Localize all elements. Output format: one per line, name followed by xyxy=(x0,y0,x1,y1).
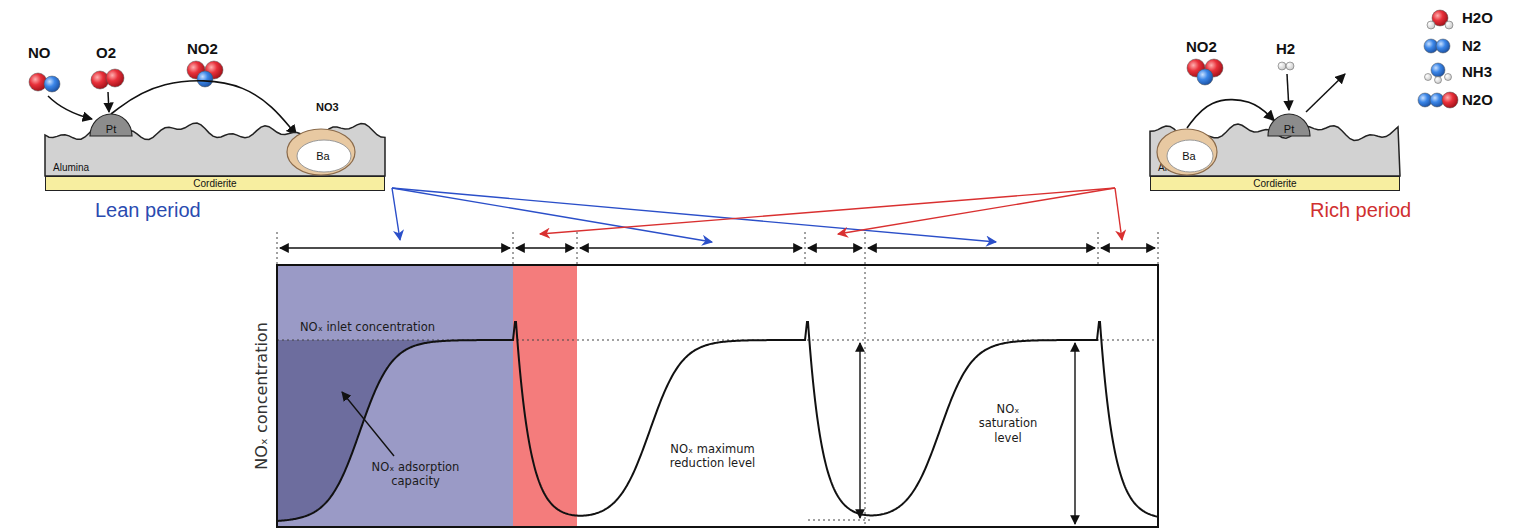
molecule-label: NO2 xyxy=(187,40,218,57)
layer-label: Alumina xyxy=(53,163,89,173)
chart-annotation: NOₓ saturation level xyxy=(966,402,1050,445)
molecule-label: H2 xyxy=(1276,40,1295,57)
molecule-label: H2O xyxy=(1462,9,1493,26)
chart-frame xyxy=(277,265,1158,527)
period-title: Lean period xyxy=(95,199,201,222)
molecules xyxy=(29,10,1458,108)
particle-label: Pt xyxy=(1284,124,1294,135)
flow-arrows xyxy=(48,74,1345,119)
leader-line xyxy=(342,392,394,456)
chart-annotation: NOₓ inlet concentration xyxy=(300,320,435,334)
rich-pointers xyxy=(540,188,1122,240)
barium-particle: Ba xyxy=(286,128,356,176)
nox-curve xyxy=(277,322,1158,521)
cordierite-substrate: Cordierite xyxy=(45,176,385,191)
level-arrows xyxy=(860,343,1075,524)
period-title: Rich period xyxy=(1310,199,1411,222)
lean-pointers xyxy=(392,188,996,242)
adsorption-area xyxy=(277,340,470,521)
molecule-label: NO xyxy=(28,44,51,61)
period-dimensions xyxy=(280,247,1155,248)
platinum-particle: Pt xyxy=(1268,114,1310,136)
flow-arrow xyxy=(1187,100,1274,128)
molecule-label: N2O xyxy=(1462,91,1493,108)
barium-particle: Ba xyxy=(1156,128,1218,176)
molecule-label: NH3 xyxy=(1462,63,1492,80)
chart-annotation: NOₓ adsorption capacity xyxy=(368,460,463,489)
layer-label: Cordierite xyxy=(1253,179,1296,189)
chart-annotation: NOₓ maximum reduction level xyxy=(665,442,760,471)
particle-label: Ba xyxy=(316,151,329,162)
layer-label: Cordierite xyxy=(193,179,236,189)
molecule-label: N2 xyxy=(1462,37,1481,54)
molecule-label: NO3 xyxy=(316,101,339,113)
particle-label: Pt xyxy=(106,124,116,135)
cordierite-substrate: Cordierite xyxy=(1150,176,1400,191)
molecule-label: O2 xyxy=(96,44,116,61)
particle-label: Ba xyxy=(1182,151,1195,162)
molecule-label: NO2 xyxy=(1186,38,1217,55)
nox-curve xyxy=(277,322,1158,521)
axis-label: NOₓ concentration xyxy=(252,296,272,496)
guide-lines xyxy=(277,232,1158,527)
platinum-particle: Pt xyxy=(90,114,132,136)
chart-fill xyxy=(277,265,577,527)
